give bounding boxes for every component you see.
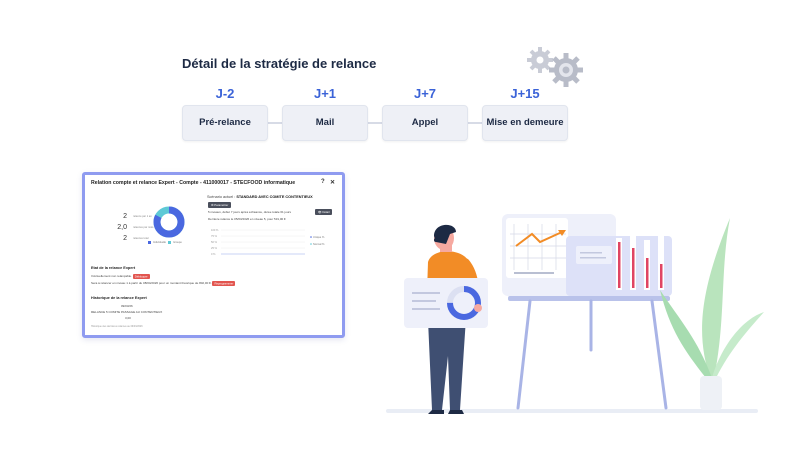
easel-legs bbox=[516, 299, 668, 410]
donut-legend: Individuelle Groupe bbox=[148, 241, 182, 244]
step-j-plus-7: J+7 Appel bbox=[382, 84, 468, 141]
state-text: Il Actuellement non relançable. bbox=[91, 274, 132, 278]
step-day: J+1 bbox=[313, 86, 337, 101]
params-button[interactable]: ⚙ Paramétrer bbox=[208, 202, 232, 208]
legend-dot bbox=[310, 236, 312, 238]
step-j-plus-15: J+15 Mise en demeure bbox=[482, 84, 568, 141]
bar-chart-icon bbox=[566, 236, 672, 296]
step-box[interactable]: Pré-relance bbox=[182, 105, 268, 141]
illustration bbox=[404, 214, 764, 414]
donut-chart-icon bbox=[153, 206, 185, 238]
window-title: Relation compte et relance Expert - Comp… bbox=[91, 180, 296, 186]
kpi-value: 2 bbox=[123, 235, 127, 242]
step-box[interactable]: Appel bbox=[382, 105, 468, 141]
plant-icon bbox=[660, 218, 764, 410]
step-j-plus-1: J+1 Mail bbox=[282, 84, 368, 141]
line-chart: 100 % 75 % 50 % 25 % 0 % Unique % Normal… bbox=[211, 228, 325, 256]
footer-note: Historique des dernières relances au 09/… bbox=[91, 325, 143, 328]
relance-window: Relation compte et relance Expert - Comp… bbox=[82, 172, 345, 338]
floor-line bbox=[386, 409, 758, 413]
y-tick: 75 % bbox=[211, 234, 218, 238]
legend-label: Individuelle bbox=[153, 241, 166, 245]
legend-swatch bbox=[148, 241, 151, 244]
history-amount: 3,00 bbox=[125, 316, 131, 320]
unblock-button[interactable]: Débloquer bbox=[132, 273, 150, 279]
y-tick: 50 % bbox=[211, 240, 218, 244]
legend-label: Normal % bbox=[313, 242, 325, 246]
state-line-2: Sera à relancer en niveau 1 à partir du … bbox=[91, 280, 236, 286]
scenario-label: Scénario actuel : bbox=[207, 195, 236, 199]
state-line: Il Actuellement non relançable. Débloque… bbox=[91, 273, 150, 279]
kpi-label: relances total bbox=[133, 237, 149, 240]
last-relance: Dernière relance le 05/03/2026 en niveau… bbox=[208, 217, 286, 221]
kpi-item: 2,0 relances par mois bbox=[105, 224, 153, 235]
gears-decoration bbox=[527, 47, 583, 87]
step-day: J+7 bbox=[413, 86, 437, 101]
strategy-title: Détail de la stratégie de relance bbox=[182, 56, 377, 71]
legend-dot bbox=[310, 243, 312, 245]
legend-label: Groupe bbox=[173, 241, 182, 245]
scenario-name: STANDARD AVEC COMITE CONTENTIEUX bbox=[236, 195, 313, 199]
history-date: 09/03/26 bbox=[121, 304, 133, 308]
kpi-label: relance par 1 an bbox=[133, 215, 152, 218]
strategy-steps: J-2 Pré-relance J+1 Mail J+7 Appel J+15 … bbox=[182, 84, 570, 144]
legend-swatch bbox=[168, 241, 172, 244]
help-button[interactable]: ? bbox=[321, 179, 325, 185]
state-text-2: Sera à relancer en niveau 1 à partir du … bbox=[91, 281, 212, 285]
history-title: Historique de la relance Expert bbox=[91, 296, 147, 300]
history-item: RELANCE 5 COMITE PASSAGE AU CONTENTIEUX bbox=[91, 310, 163, 314]
step-j-minus-2: J-2 Pré-relance bbox=[182, 84, 268, 141]
hand bbox=[474, 304, 482, 312]
params-label: Paramétrer bbox=[214, 203, 229, 207]
kpi-item: 2 relance par 1 an bbox=[105, 213, 152, 224]
easel-bar bbox=[508, 296, 670, 301]
kpi-item: 2 relances total bbox=[105, 235, 148, 246]
detail-label: Détail bbox=[322, 210, 330, 214]
kpi-label: relances par mois bbox=[133, 226, 154, 229]
y-tick: 0 % bbox=[211, 252, 216, 256]
line-chart-icon bbox=[506, 218, 568, 278]
legend-label: Unique % bbox=[313, 235, 325, 239]
y-tick: 25 % bbox=[211, 246, 218, 250]
kpi-value: 2,0 bbox=[117, 224, 127, 231]
reprogram-button[interactable]: Reprogrammer bbox=[212, 280, 236, 286]
y-tick: 100 % bbox=[211, 228, 219, 232]
scenario-detail: 5 niveaux, début 7 jours après échéance,… bbox=[208, 210, 292, 214]
donut-chart-icon bbox=[404, 278, 488, 328]
state-title: Etat de la relance Expert bbox=[91, 266, 136, 270]
kpi-value: 2 bbox=[123, 213, 127, 220]
steps-connector bbox=[222, 122, 530, 124]
kpi-list: 2 relance par 1 an 2,0 relances par mois… bbox=[105, 213, 153, 246]
step-box[interactable]: Mise en demeure bbox=[482, 105, 568, 141]
gear-icon bbox=[527, 47, 553, 73]
close-button[interactable]: ✕ bbox=[330, 180, 336, 186]
step-box[interactable]: Mail bbox=[282, 105, 368, 141]
step-day: J+15 bbox=[510, 86, 540, 101]
scenario-line: Scénario actuel : STANDARD AVEC COMITE C… bbox=[207, 195, 313, 199]
detail-button[interactable]: 👁 Détail bbox=[315, 209, 333, 215]
gear-icon bbox=[549, 53, 583, 87]
step-day: J-2 bbox=[215, 86, 235, 101]
